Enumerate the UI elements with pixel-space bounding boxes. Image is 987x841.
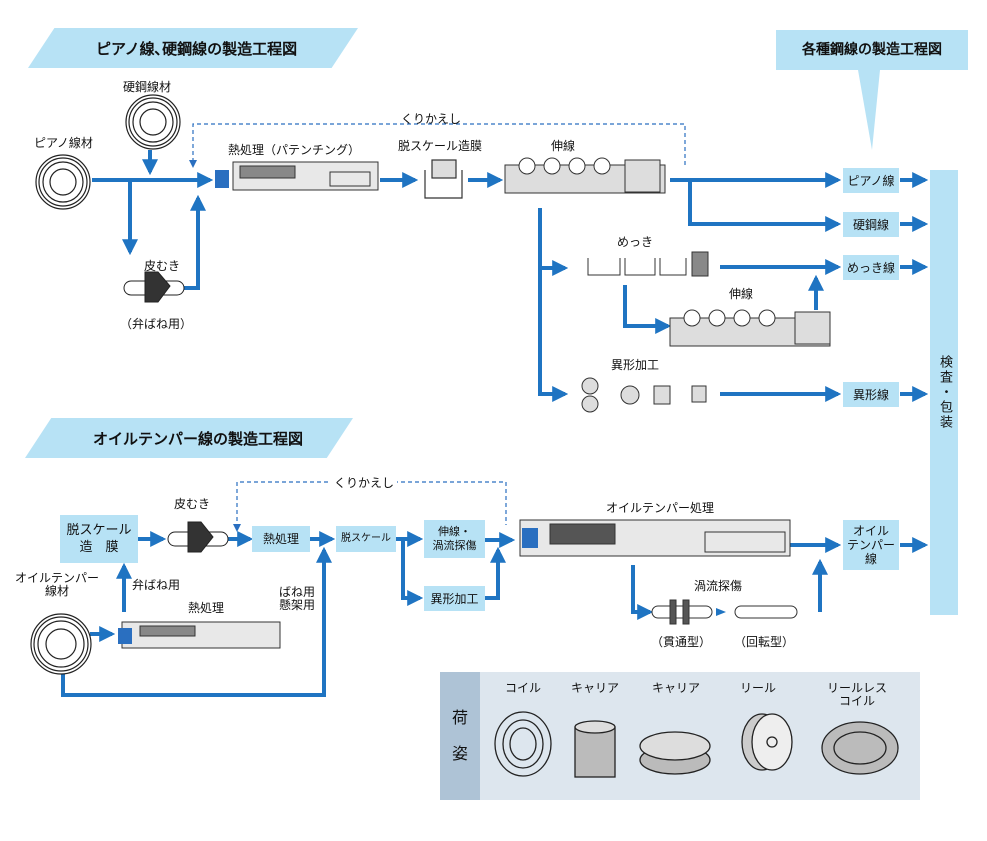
pack-reel-label: リール [739, 681, 776, 695]
label-repeat-oil: くりかえし [331, 474, 398, 491]
box-shaping: 異形加工 [424, 586, 485, 611]
various-title-box: 各種鋼線の製造工程図 [776, 30, 968, 70]
output-shaped-wire: 異形線 [843, 382, 899, 407]
label-oil-valve-spring: 弁ばね用 [132, 578, 181, 592]
packaging-panel: 荷姿 コイル キャリア キャリア リール リールレスコイル [440, 672, 920, 800]
label-oil-peeling: 皮むき [174, 497, 211, 511]
packaging-label: 荷姿 [440, 672, 480, 800]
label-shaping: 異形加工 [611, 358, 660, 372]
various-title: 各種鋼線の製造工程図 [802, 42, 942, 58]
label-peeling: 皮むき [144, 259, 181, 273]
label-valve-spring: （弁ばね用） [120, 317, 193, 331]
label-descale-coat: 脱スケール造膜 [398, 139, 483, 153]
label-oil-temper-process: オイルテンパー処理 [606, 501, 715, 515]
pack-carrier2-label: キャリア [651, 681, 700, 695]
label-heat-treatment: 熱処理（パテンチング） [228, 143, 361, 157]
pack-carrier1-label: キャリア [570, 681, 619, 695]
packaging-images [494, 711, 899, 778]
label-spring-suspension: ばね用懸架用 [278, 585, 315, 612]
output-piano-wire: ピアノ線 [843, 168, 899, 193]
pack-coil-label: コイル [504, 681, 541, 695]
box-descale: 脱スケール [336, 526, 396, 552]
oil-title: オイルテンパー線の製造工程図 [93, 429, 304, 448]
box-descale-coat: 脱スケール造 膜 [60, 515, 138, 563]
label-hard-steel-rod: 硬鋼線材 [123, 80, 172, 94]
box-heat-treatment: 熱処理 [252, 526, 310, 552]
label-rotary-type: （回転型） [734, 635, 795, 649]
inspection-label: 検査・包装 [937, 355, 952, 430]
label-oil-rod: オイルテンパー線材 [14, 571, 99, 598]
label-drawing: 伸線 [551, 139, 576, 153]
inspection-bar: 検査・包装 [930, 170, 958, 615]
piano-title-banner: ピアノ線､硬鋼線の製造工程図 [28, 28, 358, 68]
box-drawing-ect: 伸線・渦流探傷 [424, 520, 485, 558]
pack-reelless-label: リールレスコイル [826, 681, 887, 708]
output-hard-wire: 硬鋼線 [843, 212, 899, 237]
piano-title: ピアノ線､硬鋼線の製造工程図 [96, 39, 298, 58]
label-plating: めっき [617, 235, 654, 249]
label-eddy-current: 渦流探傷 [694, 579, 743, 593]
label-drawing2: 伸線 [729, 287, 754, 301]
output-plated-wire: めっき線 [843, 255, 899, 280]
output-oil-tempered-wire: オイルテンパー線 [843, 520, 899, 570]
label-oil-heat-treatment: 熱処理 [188, 601, 225, 615]
label-piano-rod: ピアノ線材 [34, 136, 93, 150]
label-repeat-top: くりかえし [401, 112, 462, 126]
oil-title-banner: オイルテンパー線の製造工程図 [25, 418, 353, 458]
label-through-type: （貫通型） [651, 635, 712, 649]
